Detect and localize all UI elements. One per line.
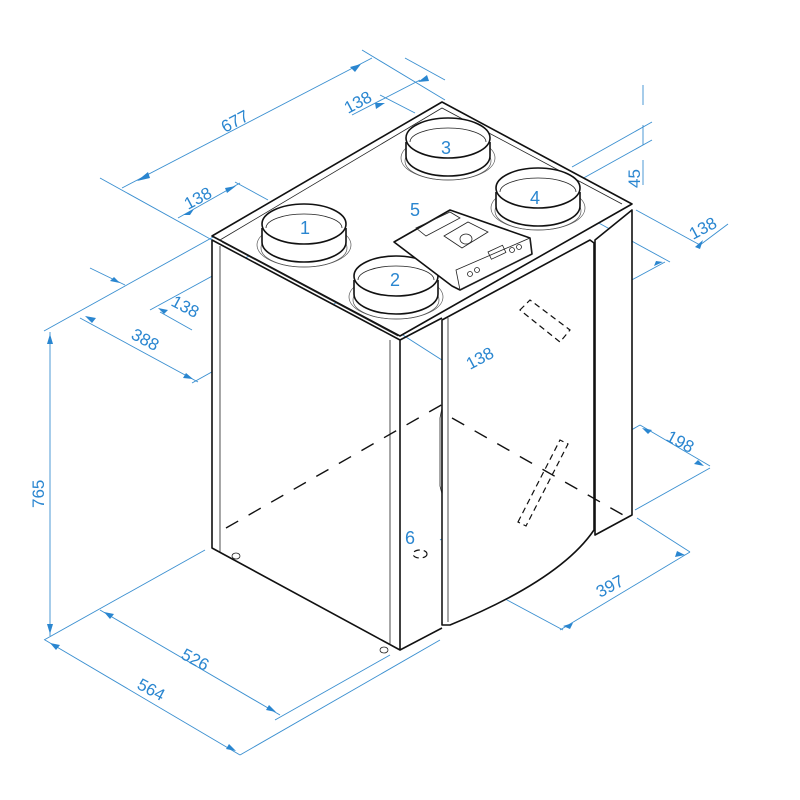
condensate-drain-icon (412, 549, 428, 559)
duct-spigot-1: 1 (256, 203, 352, 268)
callout-6: 6 (405, 528, 415, 548)
dim-overall-width: 677 (218, 106, 252, 136)
dim-base-depth-outer: 564 (134, 675, 168, 705)
dim-duct-spacing-depth: 388 (128, 325, 162, 355)
control-panel: 5 (393, 200, 533, 291)
dim-spigot-height: 45 (625, 169, 644, 188)
callout-3: 3 (441, 138, 451, 158)
front-door-panel (441, 239, 595, 626)
top-panel (211, 101, 633, 337)
dim-duct-offset-right: 138 (686, 213, 720, 243)
dim-duct-offset-left-side: 138 (168, 292, 202, 322)
dim-front-width: 397 (593, 571, 627, 601)
callout-4: 4 (530, 188, 540, 208)
callout-2: 2 (390, 270, 400, 290)
dim-base-depth-inner: 526 (178, 645, 212, 675)
duct-spigot-2: 2 (348, 255, 444, 320)
unit-body (211, 101, 633, 654)
callout-5: 5 (410, 200, 420, 220)
hidden-lines (225, 299, 633, 559)
dim-duct-offset-top-rear: 138 (341, 87, 375, 117)
right-side-panel (594, 209, 633, 536)
dim-side-height-offset: 198 (663, 427, 697, 457)
dim-duct-offset-top-left: 138 (181, 183, 215, 213)
duct-spigot-3: 3 (400, 117, 496, 181)
dim-overall-height: 765 (29, 480, 48, 508)
duct-spigot-4: 4 (490, 167, 586, 231)
callout-1: 1 (300, 218, 310, 238)
